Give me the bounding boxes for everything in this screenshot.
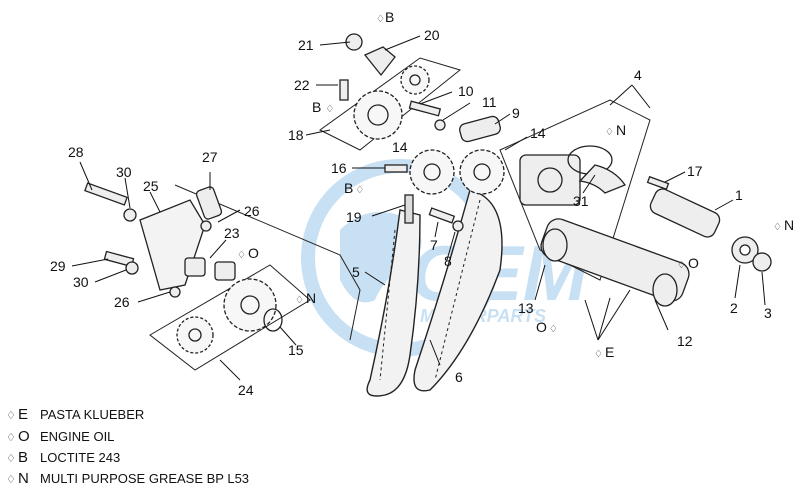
callout-20: 20 <box>424 27 440 43</box>
callout-2: 2 <box>730 300 738 316</box>
bolt-10 <box>408 100 442 117</box>
callout-26a: 26 <box>244 203 260 219</box>
callout-1: 1 <box>735 187 743 203</box>
callout-14b: 14 <box>530 125 546 141</box>
legend-text: ENGINE OIL <box>40 429 115 444</box>
marker-n-31: ♢N <box>605 122 626 138</box>
camshaft-1 <box>649 188 721 238</box>
callout-7: 7 <box>430 237 438 253</box>
callout-26b: 26 <box>114 294 130 310</box>
legend-text: PASTA KLUEBER <box>40 407 145 422</box>
sprocket-18 <box>353 90 403 140</box>
gear-24-large <box>223 278 277 332</box>
bush-27 <box>195 186 223 220</box>
sprocket-14-right <box>459 149 505 195</box>
callout-30a: 30 <box>116 164 132 180</box>
legend-code: E <box>18 406 29 423</box>
washer-11 <box>434 119 446 131</box>
marker-o-23: ♢O <box>237 245 259 261</box>
washer-8 <box>452 220 464 232</box>
callout-9: 9 <box>512 105 520 121</box>
callout-10: 10 <box>458 83 474 99</box>
group-frame-4 <box>499 99 651 281</box>
bolt-28 <box>84 182 128 206</box>
bearing-2 <box>731 236 759 264</box>
callout-31: 31 <box>573 193 589 209</box>
washer-30b <box>125 261 139 275</box>
legend-code: N <box>18 470 29 487</box>
timing-chain-6 <box>413 189 503 392</box>
timing-chain-5 <box>366 209 421 397</box>
callout-19: 19 <box>346 209 362 225</box>
legend-row-e: ♢E PASTA KLUEBER <box>6 406 144 423</box>
callout-27: 27 <box>202 149 218 165</box>
callout-6: 6 <box>455 369 463 385</box>
gear-24-small <box>176 316 214 354</box>
plate-9 <box>459 115 501 143</box>
callout-24: 24 <box>238 382 254 398</box>
camshaft-12 <box>540 218 690 307</box>
leader-lines <box>71 35 766 381</box>
legend-code: O <box>18 428 30 445</box>
callout-29: 29 <box>50 258 66 274</box>
marker-n-3: ♢N <box>773 217 794 233</box>
sprocket-20-small <box>400 65 430 95</box>
sprocket-14-left <box>409 149 455 195</box>
callout-21: 21 <box>298 37 314 53</box>
marker-n-15: ♢N <box>295 290 316 306</box>
washer-30a <box>123 208 137 222</box>
callout-25: 25 <box>143 178 159 194</box>
callout-5: 5 <box>352 264 360 280</box>
callout-16: 16 <box>331 160 347 176</box>
callout-14a: 14 <box>392 139 408 155</box>
legend-row-b: ♢B LOCTITE 243 <box>6 449 120 466</box>
drop-icon: ♢ <box>6 474 16 486</box>
callout-17: 17 <box>687 163 703 179</box>
callout-15: 15 <box>288 342 304 358</box>
legend-row-o: ♢O ENGINE OIL <box>6 428 114 445</box>
callout-18: 18 <box>288 127 304 143</box>
legend-row-n: ♢N MULTI PURPOSE GREASE BP L53 <box>6 470 249 487</box>
drop-icon: ♢ <box>6 432 16 444</box>
callout-12: 12 <box>677 333 693 349</box>
marker-o-13: O♢ <box>536 319 558 335</box>
group-frame-25 <box>174 184 361 341</box>
callout-23: 23 <box>224 225 240 241</box>
bolt-7 <box>428 207 456 224</box>
callout-22: 22 <box>294 77 310 93</box>
legend-text: LOCTITE 243 <box>40 450 121 465</box>
bolt-16 <box>384 164 408 173</box>
bolt-22 <box>339 79 349 101</box>
bush-26b <box>169 286 181 298</box>
callout-13: 13 <box>518 300 534 316</box>
washer-15 <box>263 308 283 332</box>
group-frame-18 <box>319 57 462 151</box>
drop-icon: ♢ <box>6 453 16 465</box>
pin-17 <box>646 175 670 191</box>
seal-3 <box>752 252 772 272</box>
marker-b-top: ♢B <box>376 9 394 25</box>
callout-28: 28 <box>68 144 84 160</box>
marker-o-12: ♢O <box>677 255 699 271</box>
marker-b-16: B♢ <box>344 180 364 196</box>
callout-11: 11 <box>482 94 497 110</box>
callout-30b: 30 <box>73 274 89 290</box>
bearing-31 <box>567 145 626 194</box>
callout-4: 4 <box>634 67 642 83</box>
marker-e-bottom: ♢E <box>594 344 614 360</box>
marker-b-22: B♢ <box>312 99 334 115</box>
needle-bearings-23 <box>184 257 236 281</box>
legend-code: B <box>18 449 29 466</box>
callout-8: 8 <box>444 253 452 269</box>
shoe-19 <box>404 194 414 224</box>
legend-text: MULTI PURPOSE GREASE BP L53 <box>40 471 250 486</box>
bracket-20 <box>363 46 396 77</box>
drop-icon: ♢ <box>6 410 16 422</box>
cam-holder-4 <box>519 154 581 206</box>
callout-3: 3 <box>764 305 772 321</box>
bush-26a <box>200 220 212 232</box>
